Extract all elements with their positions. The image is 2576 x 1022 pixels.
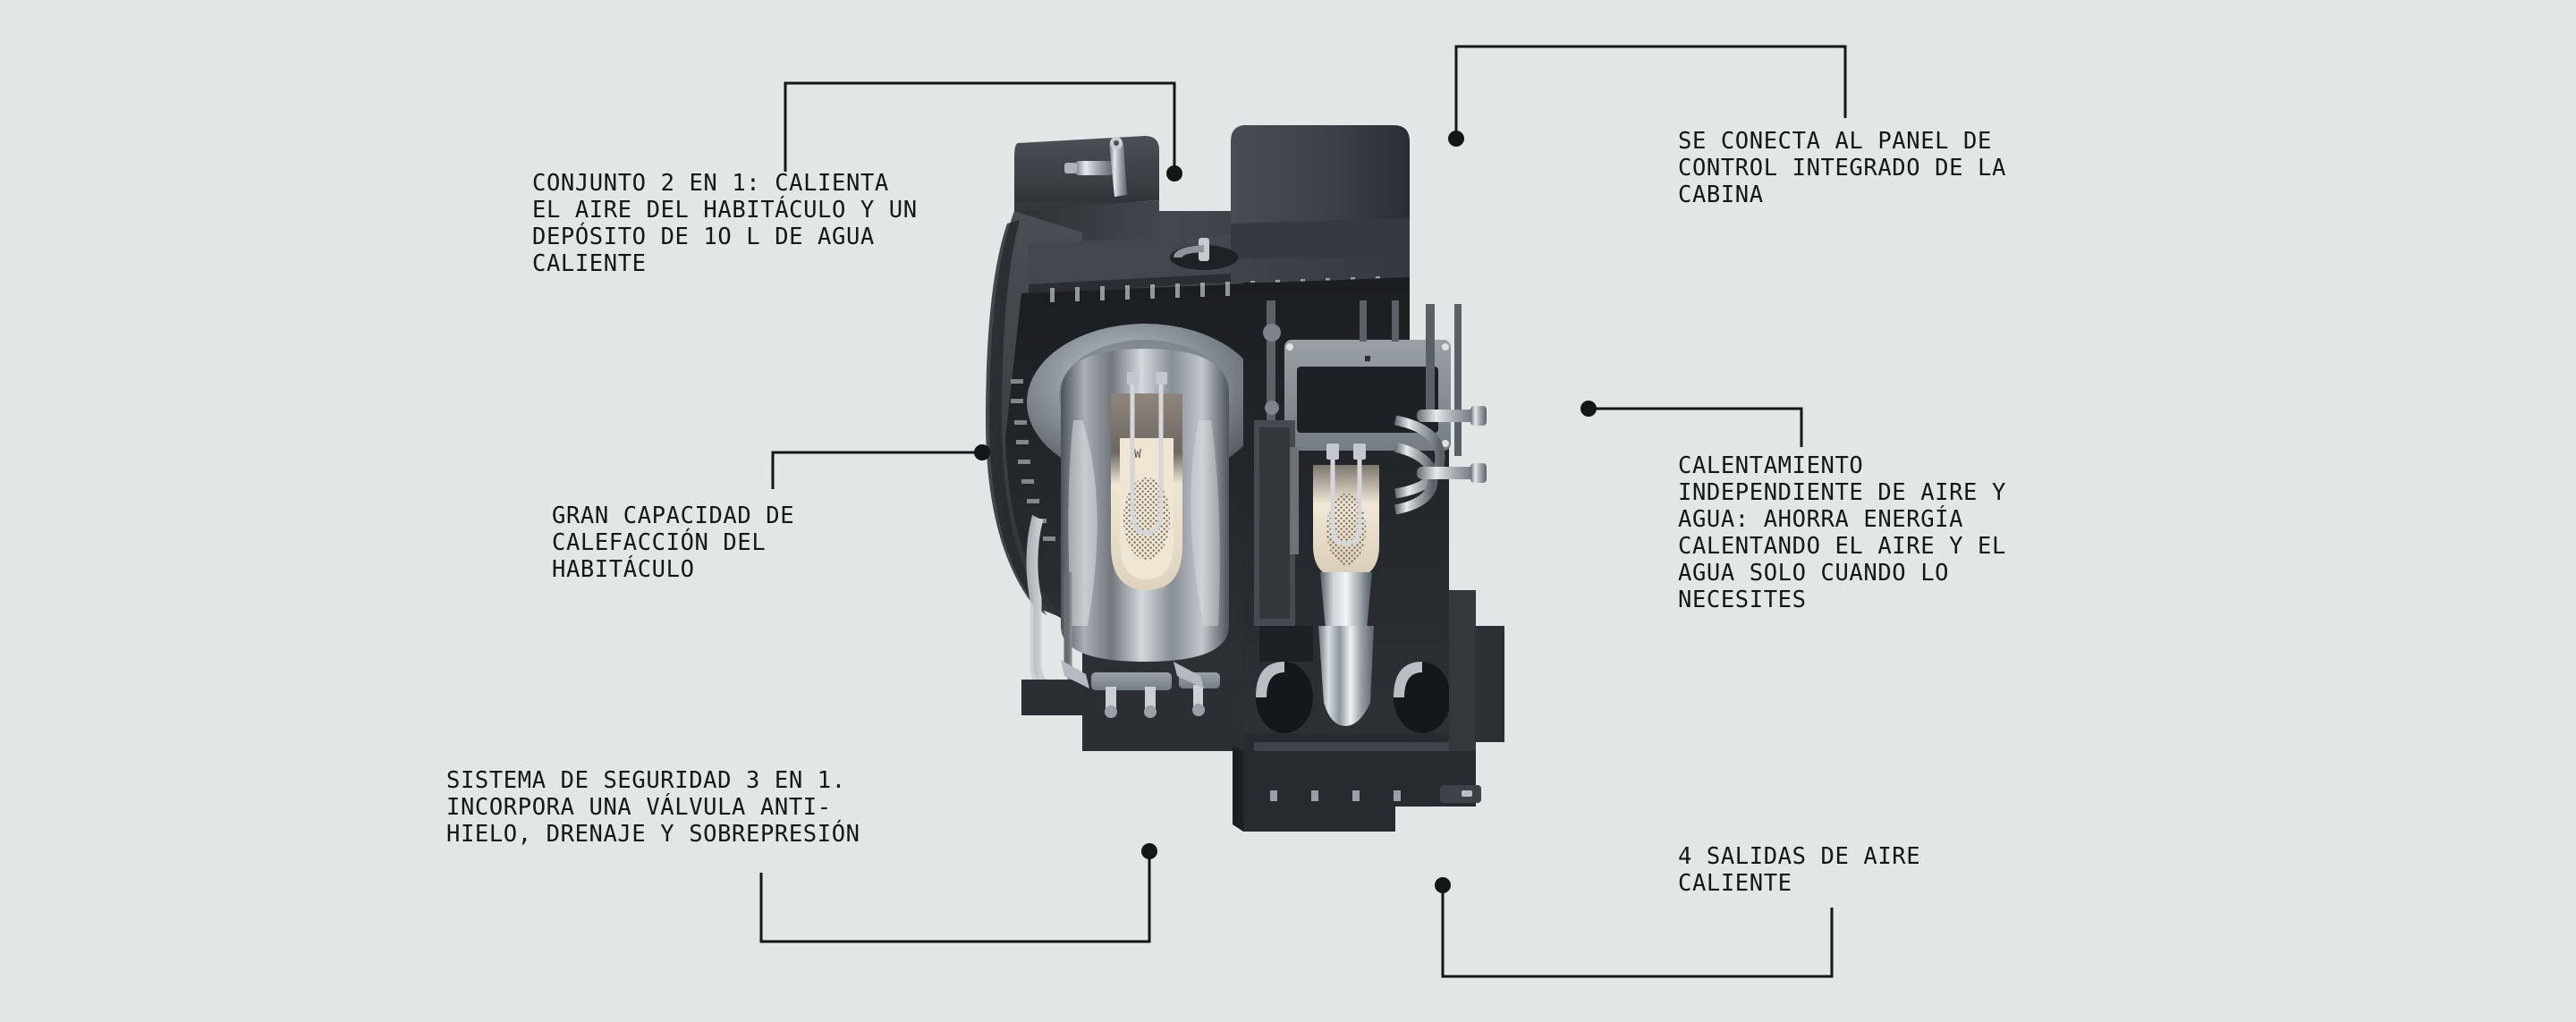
callout-sistema-seguridad-3-en-1: SISTEMA DE SEGURIDAD 3 EN 1. INCORPORA U… <box>446 767 860 848</box>
internal-struts <box>1267 300 1462 470</box>
top-vent <box>1170 238 1238 270</box>
air-outlet-stubs <box>1417 406 1487 483</box>
hot-air-outlets <box>1256 626 1451 733</box>
callout-panel-de-control: SE CONECTA AL PANEL DE CONTROL INTEGRADO… <box>1678 128 2006 208</box>
callout-capacidad-calefaccion: GRAN CAPACIDAD DE CALEFACCIÓN DEL HABITÁ… <box>552 503 795 583</box>
safety-valve-assembly <box>1061 660 1220 718</box>
callout-salidas-aire-caliente: 4 SALIDAS DE AIRE CALIENTE <box>1678 843 1921 897</box>
product-cutaway-illustration: W <box>975 125 1619 912</box>
element-probes <box>1130 381 1164 536</box>
svg-text:W: W <box>1134 448 1141 461</box>
base-tray <box>1243 733 1476 832</box>
right-tower <box>1231 125 1410 231</box>
leader-path-calentamiento-independiente <box>1589 407 1803 447</box>
callout-calentamiento-independiente: CALENTAMIENTO INDEPENDIENTE DE AIRE Y AG… <box>1678 452 2006 613</box>
leader-path-capacidad-calefaccion <box>771 451 982 489</box>
callout-conjunto-2-en-1: CONJUNTO 2 EN 1: CALIENTA EL AIRE DEL HA… <box>532 170 918 277</box>
burner-mesh <box>1123 477 1170 560</box>
